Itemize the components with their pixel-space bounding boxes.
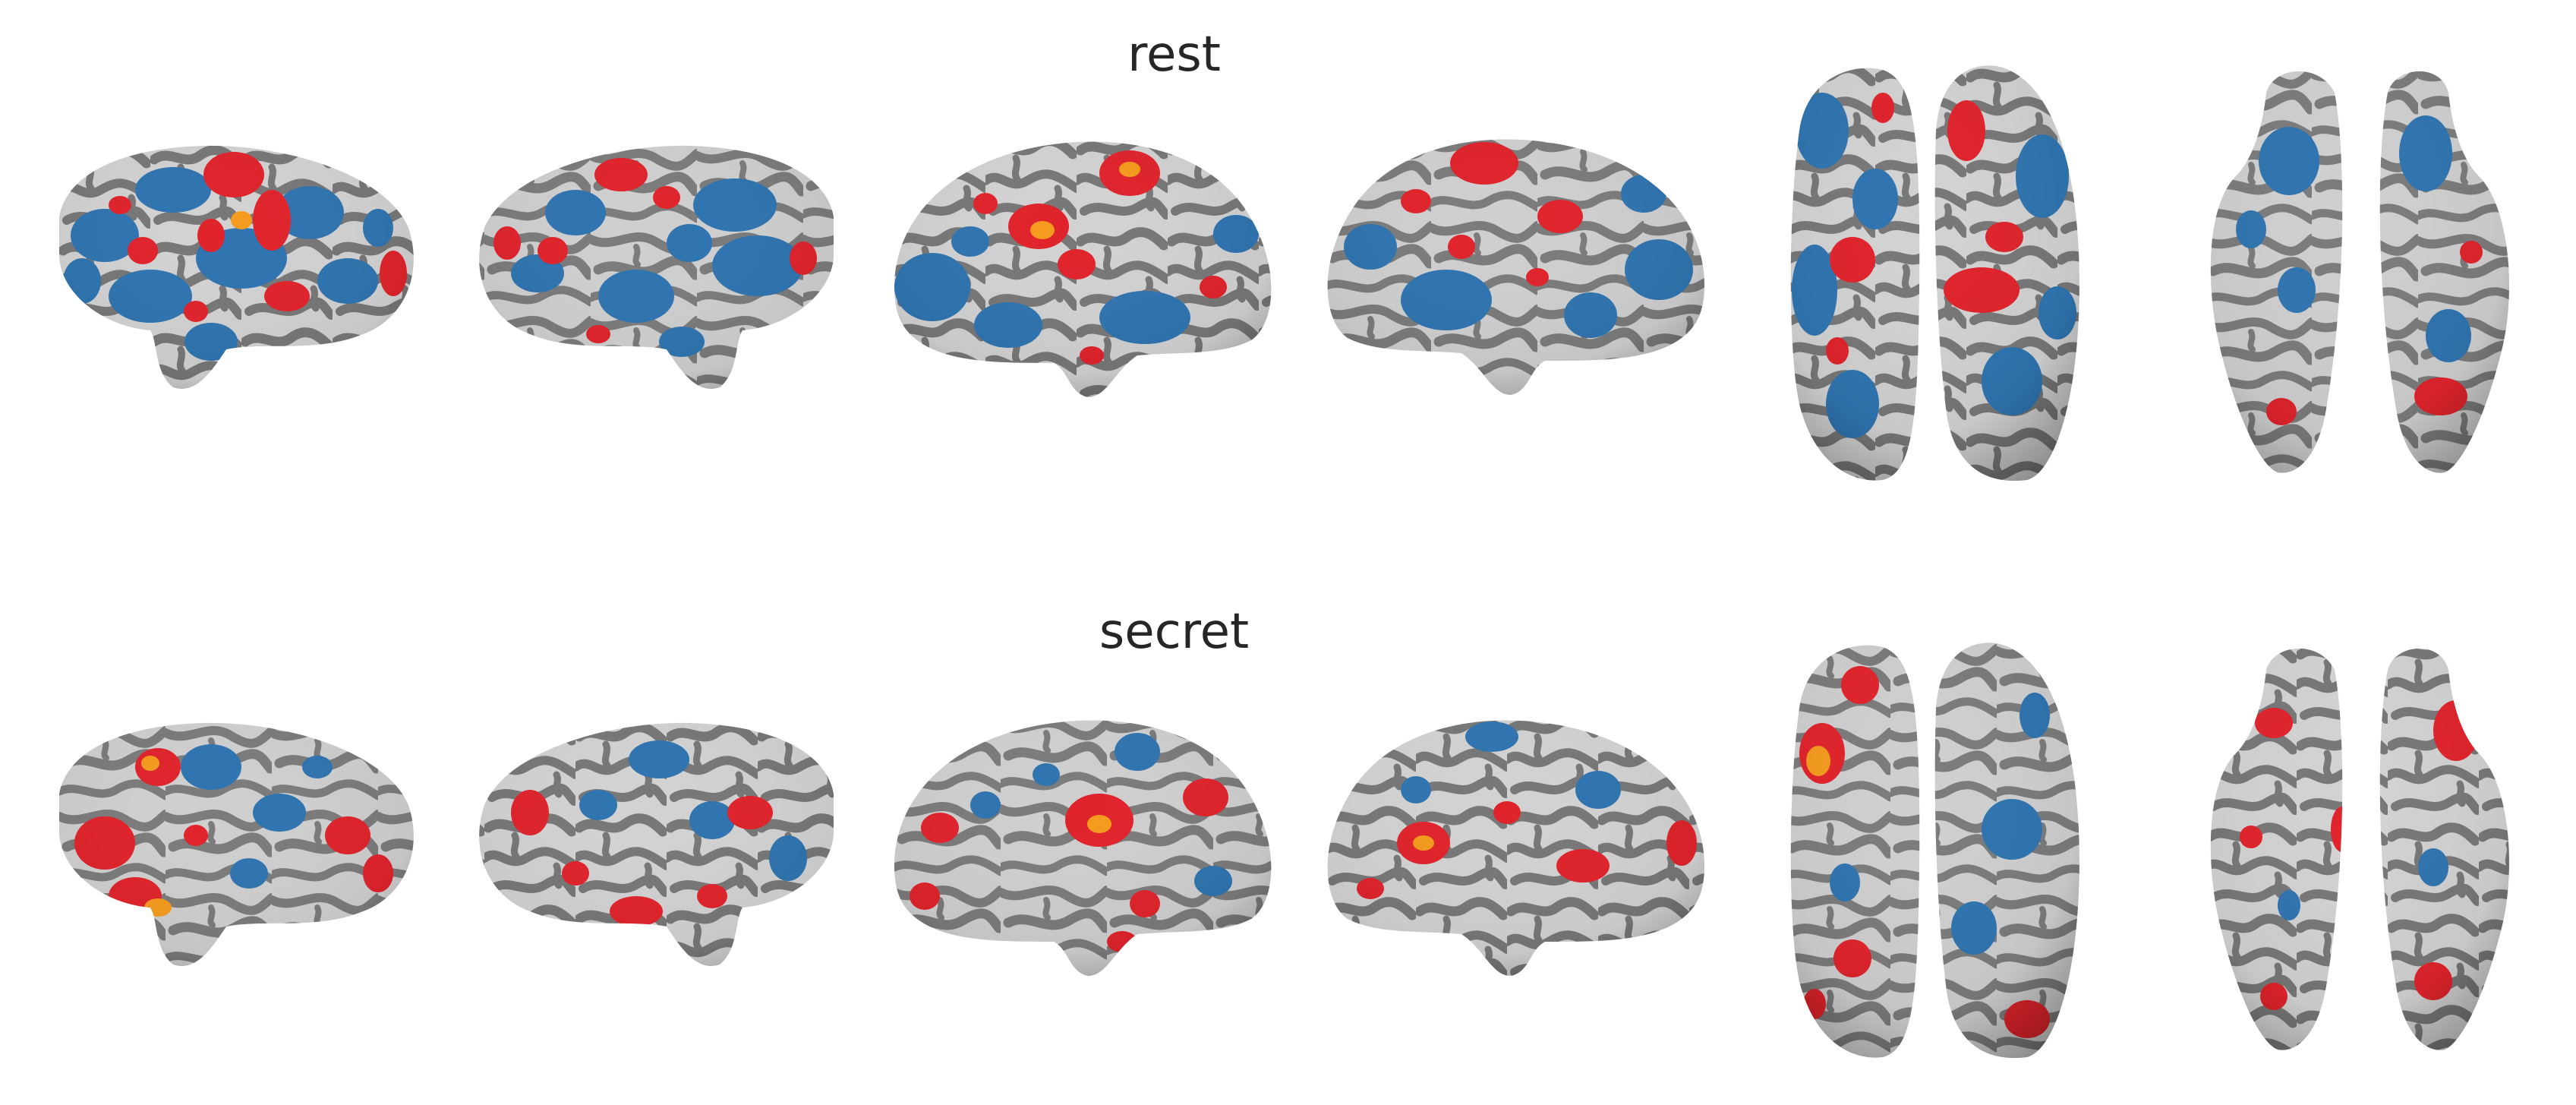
panel-title-rest: rest xyxy=(1127,27,1221,83)
rest-lateral-right-view xyxy=(479,145,834,389)
secret-lateral-right-view xyxy=(479,722,834,966)
secret-medial-right-view xyxy=(1327,720,1705,977)
rest-ventral-view xyxy=(2210,71,2509,473)
rest-dorsal-view xyxy=(1790,65,2079,481)
rest-lateral-left-view xyxy=(59,145,414,389)
secret-lateral-left-view xyxy=(59,722,414,966)
secret-ventral-view xyxy=(2210,648,2509,1050)
secret-medial-left-view xyxy=(894,720,1272,977)
rest-medial-left-view xyxy=(894,141,1272,398)
rest-medial-right-view xyxy=(1327,139,1705,396)
secret-dorsal-view xyxy=(1790,642,2079,1059)
panel-title-secret: secret xyxy=(1099,604,1250,660)
